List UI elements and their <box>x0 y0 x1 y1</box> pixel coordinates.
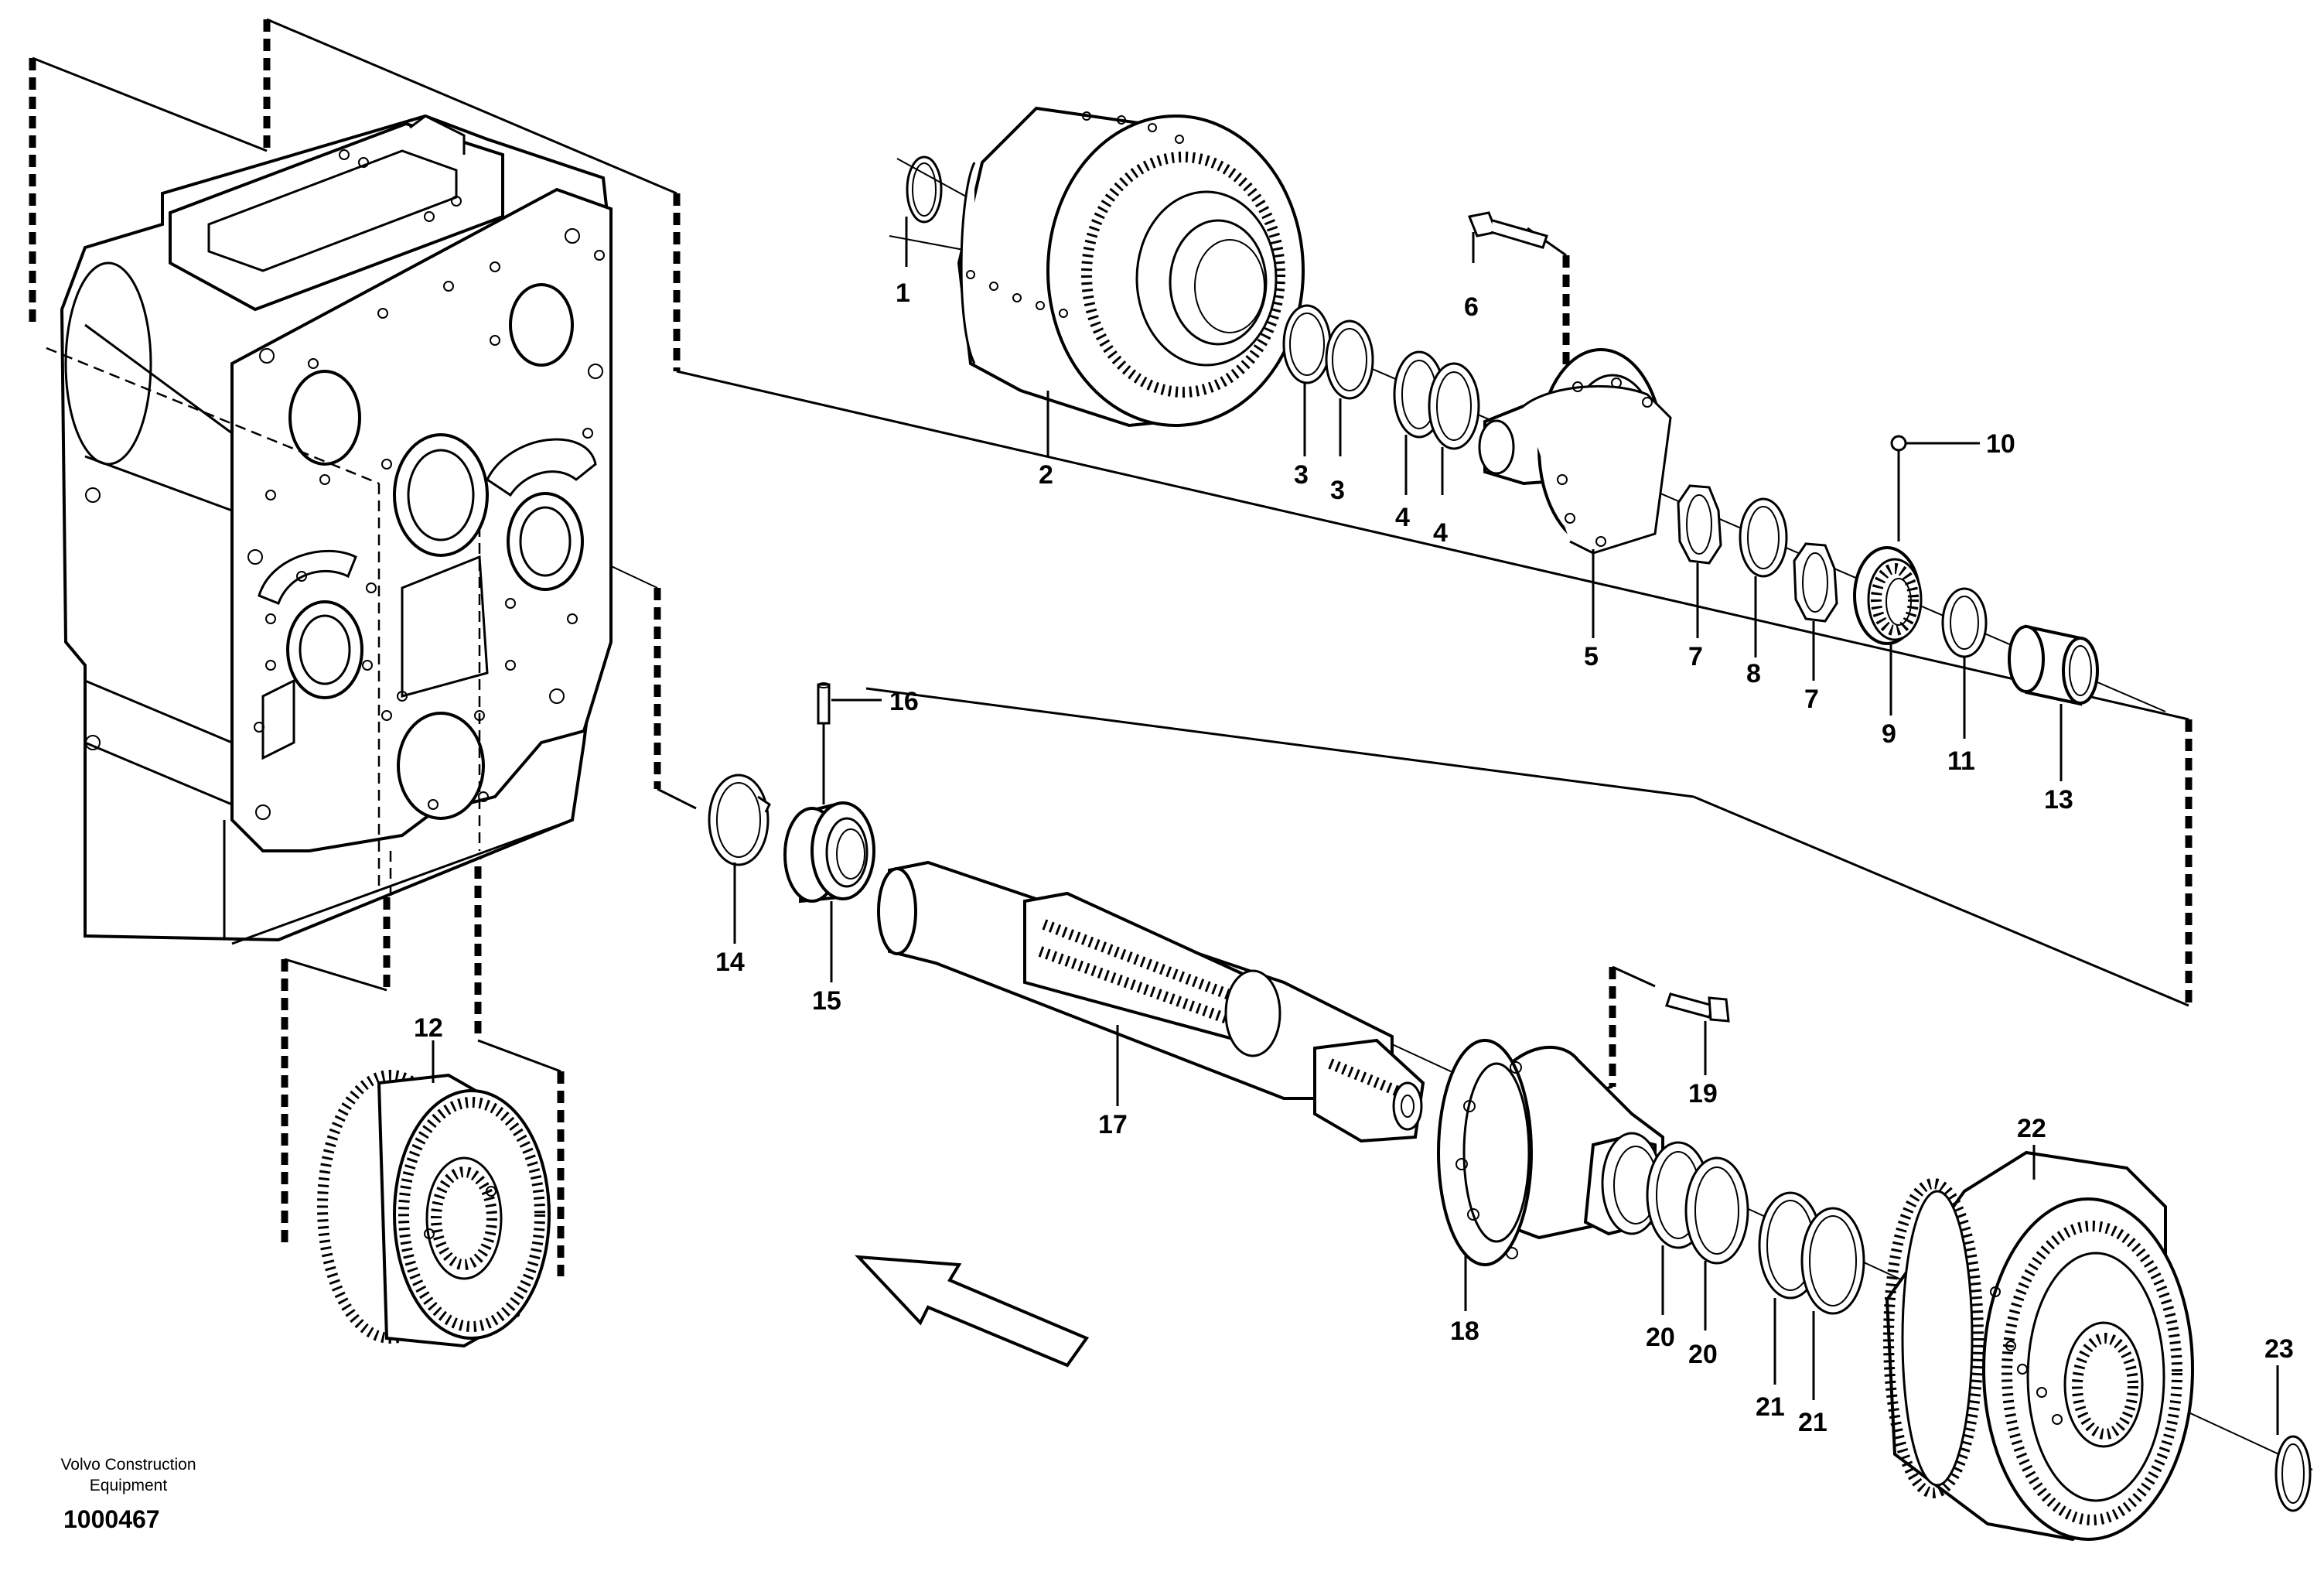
flange-hub-part-5 <box>1478 348 1672 638</box>
lock-nut-part-7-a <box>1677 484 1722 638</box>
main-shaft-part-17 <box>877 860 1425 1143</box>
callout-7a: 7 <box>1688 642 1703 671</box>
callout-9: 9 <box>1882 719 1896 749</box>
clutch-drum-part-2 <box>957 106 1305 456</box>
bearing-part-15 <box>783 801 875 982</box>
callout-3b: 3 <box>1330 476 1345 505</box>
front-direction-arrow <box>855 1255 1090 1368</box>
ball-part-10 <box>1890 435 1980 541</box>
callout-5: 5 <box>1584 642 1599 671</box>
callout-7b: 7 <box>1804 685 1819 714</box>
rings-part-21 <box>1758 1191 1865 1400</box>
callout-1: 1 <box>896 278 910 308</box>
callout-6: 6 <box>1464 292 1479 322</box>
lock-nut-part-7-b <box>1793 542 1838 681</box>
gearbox-housing <box>46 114 613 945</box>
circlip-part-14 <box>708 774 771 944</box>
callout-4a: 4 <box>1395 503 1410 532</box>
callout-2: 2 <box>1039 460 1053 490</box>
credit-line-1: Volvo Construction <box>60 1456 196 1474</box>
sleeve-part-13 <box>2008 624 2099 781</box>
pin-part-16 <box>817 682 882 804</box>
bolt-part-6 <box>1467 211 1548 263</box>
callout-21b: 21 <box>1798 1408 1827 1437</box>
flange-18-bolt-holes <box>1455 1061 1522 1259</box>
callout-22: 22 <box>2017 1114 2046 1143</box>
callout-3a: 3 <box>1294 460 1309 490</box>
callout-13: 13 <box>2044 785 2073 815</box>
callout-4b: 4 <box>1433 518 1448 548</box>
callout-14: 14 <box>715 948 745 977</box>
callout-11: 11 <box>1947 746 1975 776</box>
publisher-credit: Volvo Construction Equipment 1000467 <box>60 1456 196 1533</box>
callout-23: 23 <box>2264 1334 2294 1364</box>
flange-hub-part-18 <box>1437 1039 1664 1311</box>
callout-12: 12 <box>414 1013 443 1043</box>
illustration-number: 1000467 <box>63 1505 160 1533</box>
callout-17: 17 <box>1098 1110 1128 1139</box>
callout-21a: 21 <box>1756 1392 1785 1422</box>
callout-18: 18 <box>1450 1317 1479 1346</box>
callout-15: 15 <box>812 986 841 1016</box>
callout-labels: 1 2 3 3 4 4 5 6 7 7 8 9 10 11 12 13 14 1… <box>414 278 2294 1437</box>
bolt-part-19 <box>1665 992 1730 1075</box>
ring-part-11 <box>1941 587 1988 739</box>
bearing-part-9 <box>1853 546 1923 716</box>
credit-line-2: Equipment <box>90 1477 168 1494</box>
washer-part-8 <box>1739 497 1788 658</box>
gear-drum-part-22 <box>1883 1145 2194 1542</box>
callout-8: 8 <box>1746 659 1761 688</box>
rings-part-20 <box>1646 1141 1749 1330</box>
seal-rings-part-3 <box>1282 304 1374 456</box>
callout-10: 10 <box>1986 429 2015 459</box>
flange-bolt-holes <box>1557 377 1653 547</box>
callout-20a: 20 <box>1646 1323 1675 1352</box>
drum-oil-holes <box>966 111 1184 318</box>
callout-19: 19 <box>1688 1079 1718 1108</box>
gear-drum-oil-holes <box>1990 1286 2063 1425</box>
gear-part-12 <box>317 1040 551 1348</box>
callout-20b: 20 <box>1688 1340 1718 1369</box>
snap-ring-part-1 <box>896 155 975 267</box>
housing-bolt-holes <box>85 149 605 820</box>
seal-rings-part-4 <box>1393 350 1480 495</box>
callout-16: 16 <box>889 687 919 716</box>
snap-ring-part-23 <box>2275 1365 2312 1512</box>
